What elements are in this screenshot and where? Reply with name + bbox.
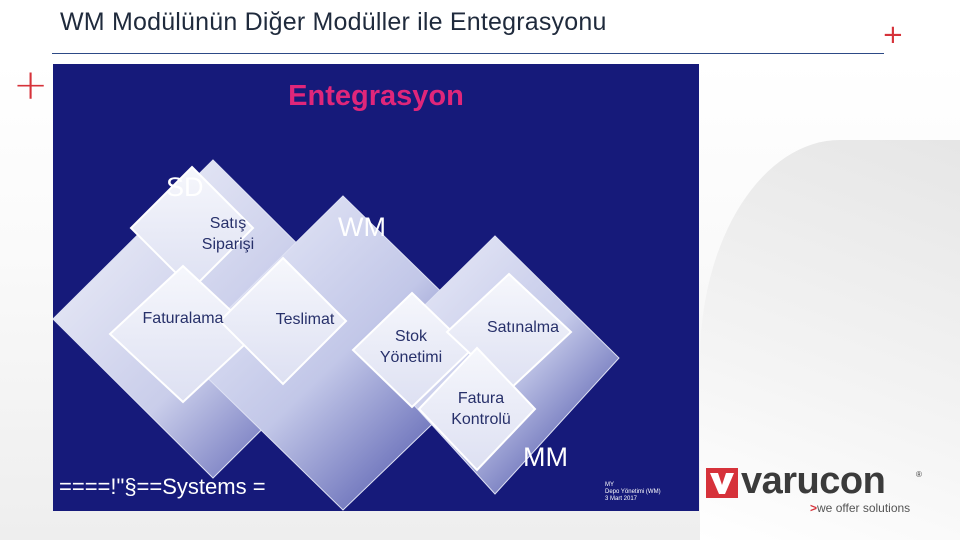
item-label-teslimat: Teslimat [275, 311, 335, 328]
plus-icon-large: + [13, 60, 49, 109]
module-label-wm: WM [338, 212, 386, 242]
item-label-stok-yonetimi: Stok Yönetimi [379, 328, 443, 366]
slide-footer-note: MY Depo Yönetimi (WM) 3 Mart 2017 [605, 482, 661, 502]
varucon-logo: varucon ® >we offer solutions [706, 460, 926, 516]
teslimat-diamond [218, 256, 348, 386]
title-divider [52, 53, 884, 54]
systems-footer-text: ====!"§==Systems = [59, 474, 266, 499]
item-label-satinalma: Satınalma [486, 319, 560, 336]
tagline-text: we offer solutions [817, 501, 911, 515]
tagline-arrow: > [810, 501, 818, 515]
integration-diagram-panel: Entegrasyon SD WM MM Satış Siparişi Fatu… [53, 64, 699, 511]
slide-title: WM Modülünün Diğer Modüller ile Entegras… [60, 8, 607, 36]
brand-name: varucon [741, 460, 886, 502]
diagram-shapes [53, 159, 620, 511]
registered-mark: ® [916, 470, 922, 479]
module-label-mm: MM [523, 442, 568, 472]
diagram-heading: Entegrasyon [288, 80, 464, 112]
varucon-v-mark-icon [706, 468, 738, 498]
plus-icon-small: + [882, 20, 904, 50]
item-label-satis-siparisi: Satış Siparişi [201, 215, 255, 253]
background-swoosh [700, 140, 960, 540]
module-label-sd: SD [166, 172, 204, 202]
item-label-faturalama: Faturalama [142, 310, 224, 327]
brand-tagline: >we offer solutions [810, 501, 910, 515]
fatura-kontrolu-diamond [417, 346, 537, 472]
item-label-fatura-kontrolu: Fatura Kontrolü [451, 390, 511, 428]
